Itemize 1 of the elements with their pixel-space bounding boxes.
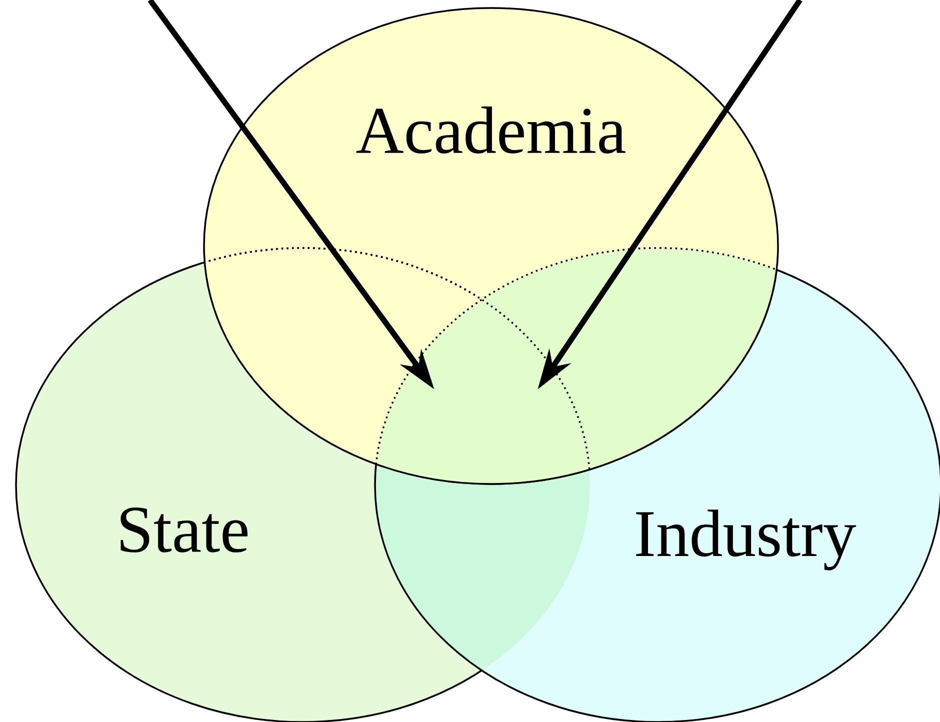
overlap-region [204, 247, 779, 485]
